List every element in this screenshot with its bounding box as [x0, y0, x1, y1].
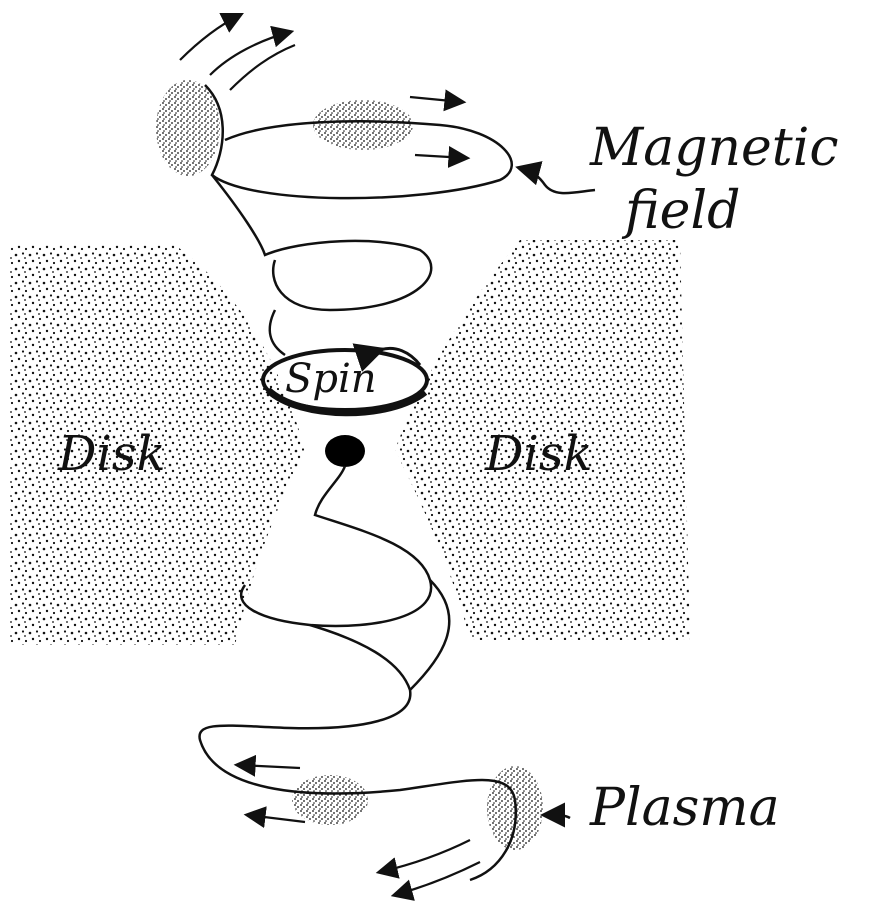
magnetic-field-label-line1: Magnetic: [589, 118, 838, 178]
black-hole: [325, 435, 365, 467]
plasma-blob-top-right: [313, 100, 413, 150]
disk-right-label: Disk: [484, 426, 593, 482]
magnetic-field-pointer: [520, 168, 595, 193]
plasma-blob-bottom-left: [292, 775, 368, 825]
spin-label: Spin: [285, 356, 377, 402]
plasma-blob-top-left: [156, 80, 220, 176]
plasma-blob-bottom-right: [487, 766, 543, 850]
disk-left-label: Disk: [57, 426, 166, 482]
magnetic-field-label-line2: field: [621, 181, 740, 241]
plasma-pointer: [545, 815, 570, 818]
plasma-label: Plasma: [589, 778, 780, 838]
